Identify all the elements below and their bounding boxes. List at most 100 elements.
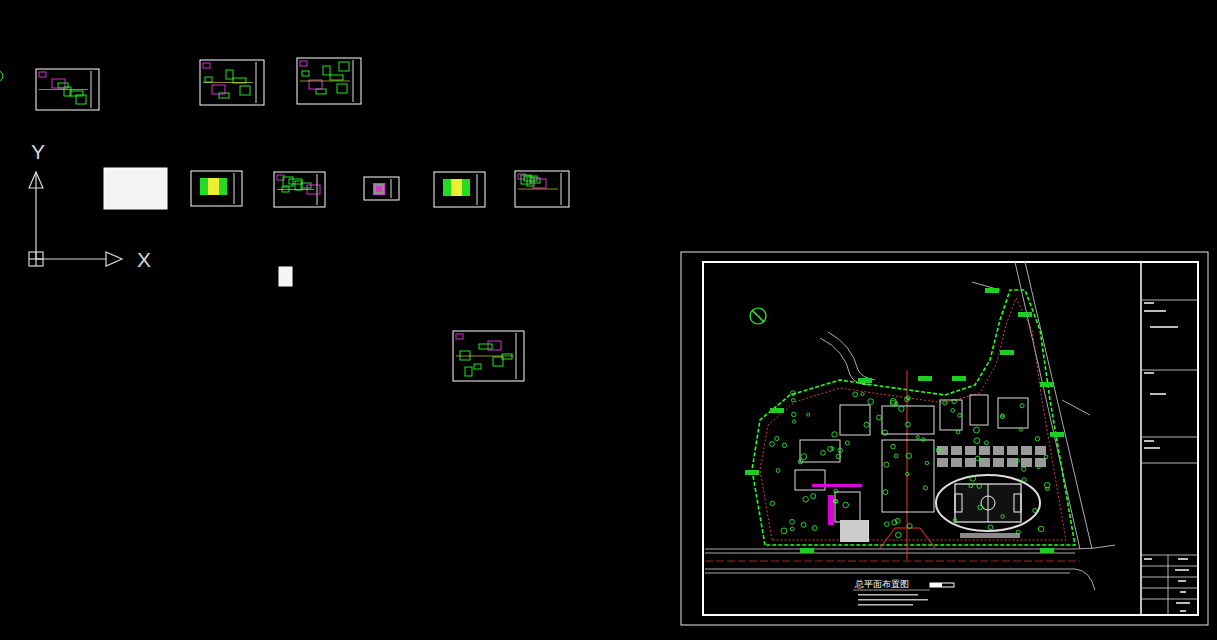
axis-label: Y (31, 141, 45, 162)
callout-tag (745, 470, 759, 475)
sheet-thumbnail (279, 267, 292, 286)
tree-symbol (969, 484, 973, 488)
tree-symbol (811, 494, 816, 499)
tree-symbol (801, 454, 807, 460)
tree-symbol (896, 532, 902, 538)
partial-symbol (0, 71, 3, 81)
building-block (979, 458, 990, 467)
tree-symbol (868, 399, 874, 405)
tree-symbol (951, 409, 955, 413)
tree-symbol (883, 490, 888, 495)
callout-tag (800, 548, 814, 553)
callout-tag (918, 376, 932, 381)
tree-symbol (916, 436, 919, 439)
tree-symbol (807, 413, 810, 416)
tree-symbol (907, 523, 912, 528)
sheet-thumbnail (191, 171, 242, 206)
building-block (979, 446, 990, 455)
callout-tag (1000, 350, 1014, 355)
tree-symbol (905, 398, 909, 402)
tree-symbol (977, 484, 982, 489)
drawing-title: 总平面布置图 (855, 580, 909, 589)
building-block (1035, 458, 1046, 467)
sheet-thumbnail (434, 172, 485, 207)
tree-symbol (943, 401, 947, 405)
site-plan-sheet (681, 252, 1208, 625)
tree-symbol (1016, 530, 1020, 534)
tree-symbol (923, 486, 927, 490)
tree-symbol (952, 399, 956, 403)
tree-symbol (792, 412, 796, 416)
tree-symbol (975, 456, 980, 461)
tree-symbol (1033, 508, 1037, 512)
sheet-thumbnail (364, 177, 399, 200)
tree-symbol (892, 520, 897, 525)
tree-symbol (1001, 515, 1004, 518)
tree-symbol (798, 460, 802, 464)
sheet-thumbnail (200, 60, 264, 105)
building-block (937, 446, 948, 455)
tree-symbol (838, 448, 843, 453)
tree-symbol (1022, 478, 1026, 482)
tree-symbol (801, 522, 806, 527)
sheet-thumbnail (515, 171, 569, 207)
tree-symbol (978, 505, 983, 510)
tree-symbol (1016, 459, 1020, 463)
building-block (993, 446, 1004, 455)
tree-symbol (936, 448, 941, 453)
tree-symbol (1046, 487, 1049, 490)
tree-symbol (894, 454, 898, 458)
tree-symbol (792, 420, 795, 423)
tree-symbol (884, 462, 889, 467)
tree-symbol (1019, 428, 1022, 431)
sheet-thumbnail (297, 58, 361, 104)
tree-symbol (791, 391, 796, 396)
tree-symbol (790, 527, 794, 531)
tree-symbol (791, 398, 795, 402)
tree-symbol (1038, 526, 1044, 532)
tree-symbol (812, 526, 817, 531)
tree-symbol (890, 398, 896, 404)
tree-symbol (1000, 415, 1004, 419)
sheet-thumbnails (36, 58, 569, 381)
tree-symbol (781, 528, 787, 534)
tree-symbol (958, 413, 962, 417)
tree-symbol (970, 475, 976, 481)
tree-symbol (803, 496, 809, 502)
sheet-thumbnail (36, 69, 99, 110)
callout-tag (1050, 432, 1064, 437)
tree-symbol (832, 432, 837, 437)
tree-symbol (770, 442, 775, 447)
building-block (965, 458, 976, 467)
tree-symbol (984, 441, 988, 445)
callout-tag (952, 376, 966, 381)
callout-tag (1018, 312, 1032, 317)
tree-symbol (988, 525, 993, 530)
tree-symbol (882, 430, 887, 435)
building-block (951, 458, 962, 467)
axis-label: X (137, 249, 151, 270)
tree-symbol (770, 501, 774, 505)
tree-symbol (843, 502, 849, 508)
tree-symbol (861, 393, 864, 396)
tree-symbol (925, 461, 929, 465)
callout-tag (1040, 548, 1054, 553)
building-block (1007, 446, 1018, 455)
tree-symbol (884, 522, 889, 527)
tree-symbol (921, 438, 924, 441)
tree-symbol (906, 453, 912, 459)
tree-symbol (834, 489, 837, 492)
tree-symbol (1020, 404, 1024, 408)
tree-symbol (790, 519, 795, 524)
sheet-thumbnail (453, 331, 524, 381)
tree-symbol (782, 443, 786, 447)
building-block (1021, 446, 1032, 455)
building-block (937, 458, 948, 467)
tree-symbol (1044, 455, 1048, 459)
tree-symbol (876, 415, 881, 420)
building-block (1021, 458, 1032, 467)
tree-symbol (821, 451, 826, 456)
callout-tag (985, 288, 999, 293)
